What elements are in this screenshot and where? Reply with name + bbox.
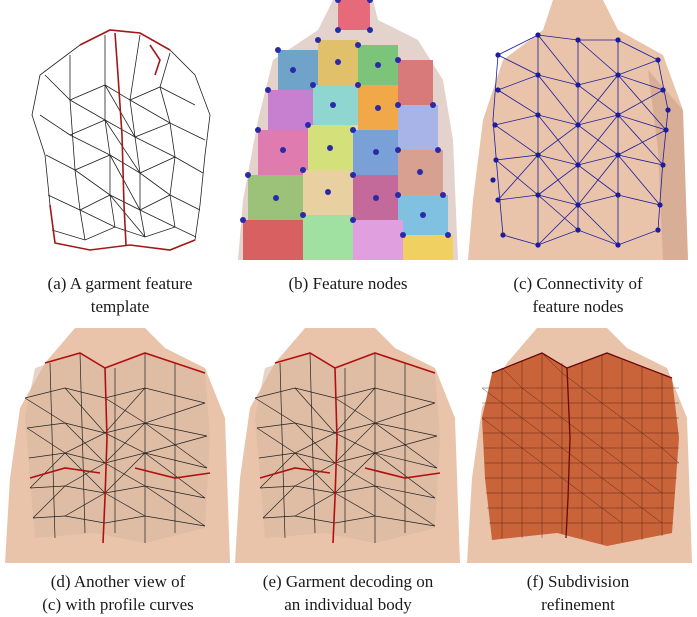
caption-c-line1: (c) Connectivity of: [468, 272, 688, 295]
caption-d: (d) Another view of (c) with profile cur…: [8, 570, 228, 616]
caption-a-line2: template: [10, 295, 230, 318]
caption-c-line2: feature nodes: [468, 295, 688, 318]
garment-decoding-illustration: [235, 328, 460, 563]
caption-a: (a) A garment feature template: [10, 272, 230, 318]
caption-b: (b) Feature nodes: [238, 272, 458, 295]
panel-d-another-view: [5, 328, 230, 563]
panel-b-feature-nodes: [238, 0, 458, 260]
caption-e: (e) Garment decoding on an individual bo…: [238, 570, 458, 616]
caption-f-line1: (f) Subdivision: [468, 570, 688, 593]
caption-c: (c) Connectivity of feature nodes: [468, 272, 688, 318]
panel-f-subdivision: [467, 328, 692, 563]
caption-d-line1: (d) Another view of: [8, 570, 228, 593]
caption-b-line1: (b) Feature nodes: [238, 272, 458, 295]
another-view-illustration: [5, 328, 230, 563]
caption-a-line1: (a) A garment feature: [10, 272, 230, 295]
feature-nodes-illustration: [238, 0, 458, 260]
connectivity-illustration: [468, 0, 688, 260]
panel-e-garment-decoding: [235, 328, 460, 563]
panel-c-connectivity: [468, 0, 688, 260]
subdivision-illustration: [467, 328, 692, 563]
caption-e-line1: (e) Garment decoding on: [238, 570, 458, 593]
caption-e-line2: an individual body: [238, 593, 458, 616]
caption-f-line2: refinement: [468, 593, 688, 616]
caption-f: (f) Subdivision refinement: [468, 570, 688, 616]
panel-a-garment-template: [10, 5, 230, 260]
caption-d-line2: (c) with profile curves: [8, 593, 228, 616]
garment-template-wireframe: [10, 5, 230, 260]
